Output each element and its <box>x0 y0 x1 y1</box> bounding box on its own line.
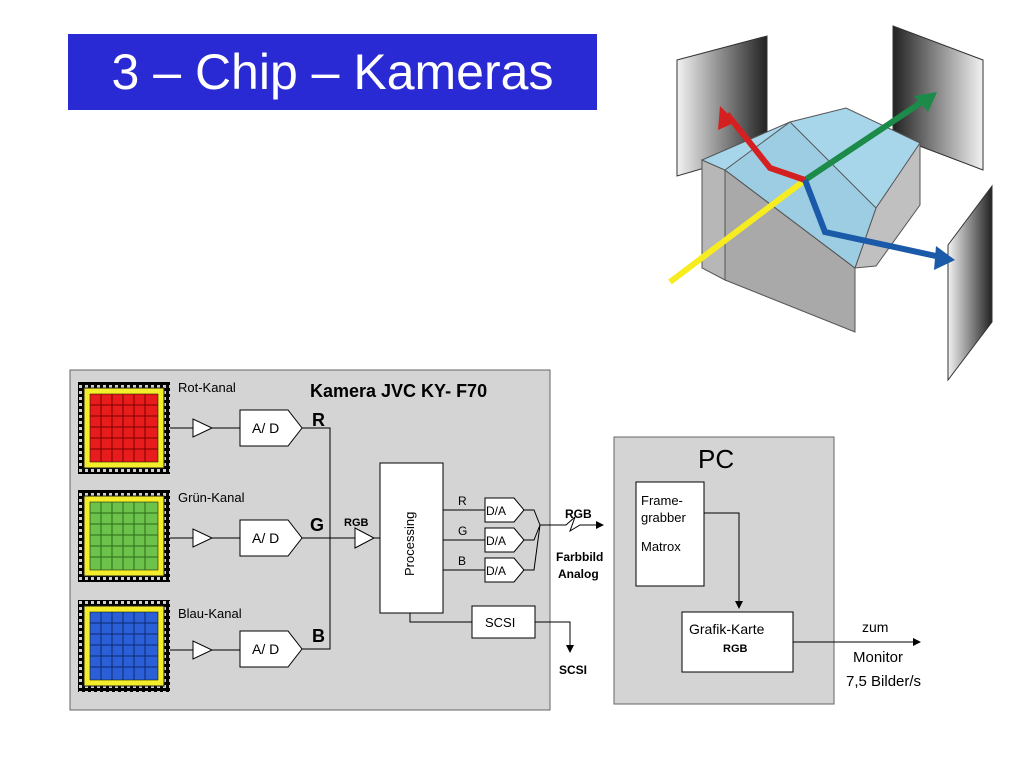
green-signal-label: G <box>310 515 324 535</box>
green-chip-sensor <box>89 501 159 571</box>
rgb-bus <box>302 427 355 650</box>
scsi-box <box>471 605 536 639</box>
green-beam <box>803 97 927 183</box>
blue-sensor-plate <box>947 184 993 382</box>
incoming-light-beam <box>668 177 807 285</box>
dac-g-box <box>484 527 525 553</box>
link-rgb-label: RGB <box>565 507 592 521</box>
red-arrowhead <box>718 106 736 130</box>
red-signal-label: R <box>312 410 325 430</box>
camera-title: Kamera JVC KY- F70 <box>310 381 487 401</box>
graphics-card-sub: RGB <box>723 643 748 655</box>
red-adc-box <box>239 409 303 447</box>
output-line1: zum <box>862 619 888 635</box>
blue-adc-label: A/ D <box>252 641 279 657</box>
red-amplifier <box>192 418 214 438</box>
processing-block <box>379 462 444 614</box>
blue-beam <box>802 178 946 261</box>
green-sensor-plate <box>892 25 984 171</box>
framegrabber-line3: Matrox <box>641 539 681 554</box>
dac-in-b: B <box>458 554 466 568</box>
green-arrowhead <box>914 92 937 112</box>
rgb-bus-label: RGB <box>344 517 369 529</box>
framegrabber-line1: Frame- <box>641 493 683 508</box>
red-beam <box>724 112 806 183</box>
dac-in-r: R <box>458 494 467 508</box>
red-chip-sensor <box>89 393 159 463</box>
link-line1: Farbbild <box>556 550 603 564</box>
graphics-card-box <box>681 611 794 673</box>
red-channel-label: Rot-Kanal <box>178 380 236 395</box>
green-channel-label: Grün-Kanal <box>178 490 245 505</box>
dac-r-label: D/A <box>486 504 506 518</box>
blue-adc-box <box>239 630 303 668</box>
analog-link <box>540 516 604 533</box>
processing-label: Processing <box>402 512 417 576</box>
rgb-buffer <box>354 527 376 549</box>
green-amplifier <box>192 528 214 548</box>
dac-g-label: D/A <box>486 534 506 548</box>
blue-signal-label: B <box>312 626 325 646</box>
dac-in-g: G <box>458 524 467 538</box>
slide-title: 3 – Chip – Kameras <box>68 34 597 110</box>
scsi-box-label: SCSI <box>485 615 515 630</box>
dac-b-label: D/A <box>486 564 506 578</box>
graphics-card-label: Grafik-Karte <box>689 621 765 637</box>
dac-r-box <box>484 497 525 523</box>
framegrabber-box <box>635 481 705 587</box>
dac-b-box <box>484 557 525 583</box>
green-adc-label: A/ D <box>252 530 279 546</box>
link-line2: Analog <box>558 567 599 581</box>
green-adc-box <box>239 519 303 557</box>
framegrabber-line2: grabber <box>641 510 686 525</box>
channel-green: Grün-Kanal A/ D G <box>78 490 324 582</box>
blue-chip-sensor <box>89 611 159 681</box>
blue-amplifier <box>192 640 214 660</box>
prism-illustration <box>668 25 993 382</box>
pc-title: PC <box>698 444 734 474</box>
output-line2: Monitor <box>853 649 903 666</box>
blue-channel-label: Blau-Kanal <box>178 606 242 621</box>
channel-blue: Blau-Kanal A/ D B <box>78 600 325 692</box>
output-line3: 7,5 Bilder/s <box>846 673 921 690</box>
scsi-output-label: SCSI <box>559 663 587 677</box>
red-adc-label: A/ D <box>252 420 279 436</box>
blue-arrowhead <box>934 246 955 270</box>
channel-red: Rot-Kanal A/ D R <box>78 380 325 474</box>
